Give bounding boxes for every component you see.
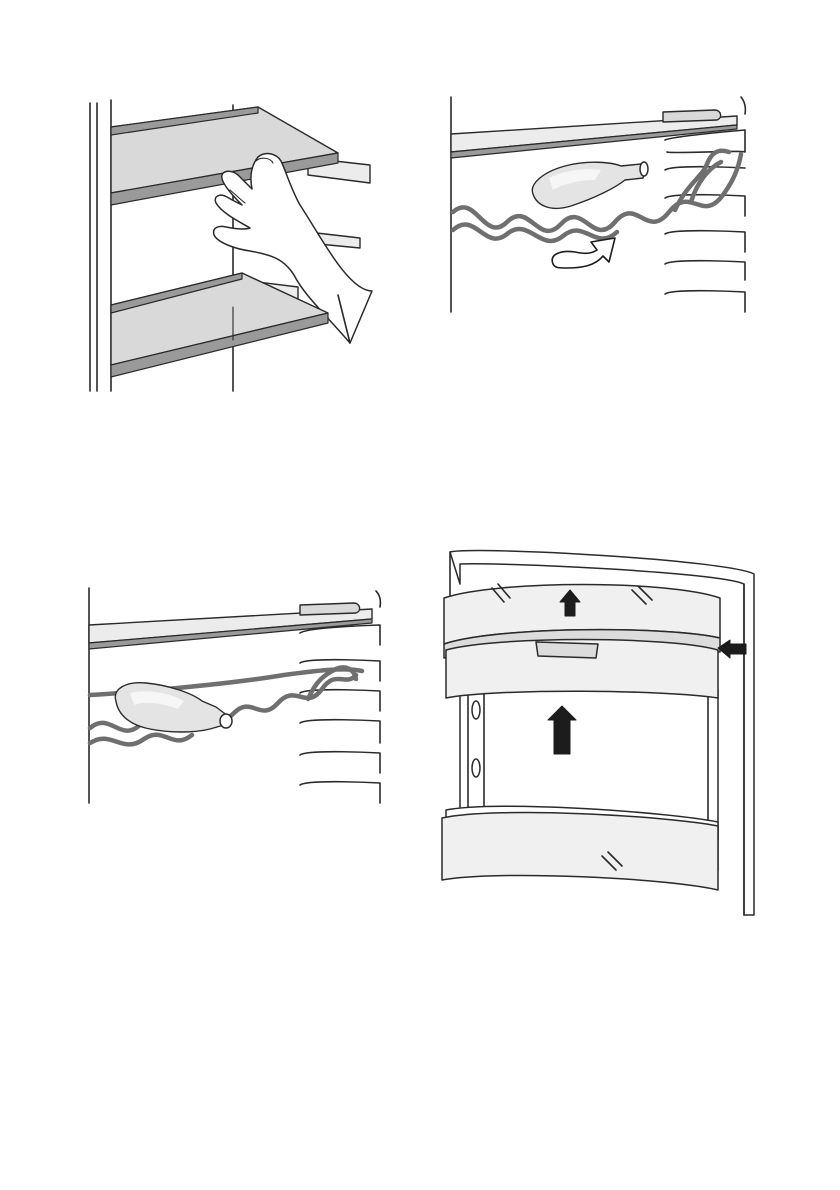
door-balcony-illustration (438, 540, 768, 920)
side-rails (665, 130, 745, 312)
side-rails (300, 625, 380, 803)
bottle-icon (115, 683, 232, 732)
shelf-icon (111, 107, 338, 205)
figure-shelf-removal (80, 95, 390, 395)
rack-insert-illustration (445, 92, 755, 317)
shelf-removal-illustration (80, 95, 390, 395)
figure-door-balcony-removal (438, 540, 768, 920)
figure-rack-bottle (84, 583, 389, 808)
arrow-left-icon (718, 640, 746, 658)
rack-bottle-illustration (84, 583, 389, 808)
curved-arrow-icon (552, 238, 615, 268)
bottle-icon (532, 162, 648, 208)
figure-rack-insert-arrow (445, 92, 755, 317)
